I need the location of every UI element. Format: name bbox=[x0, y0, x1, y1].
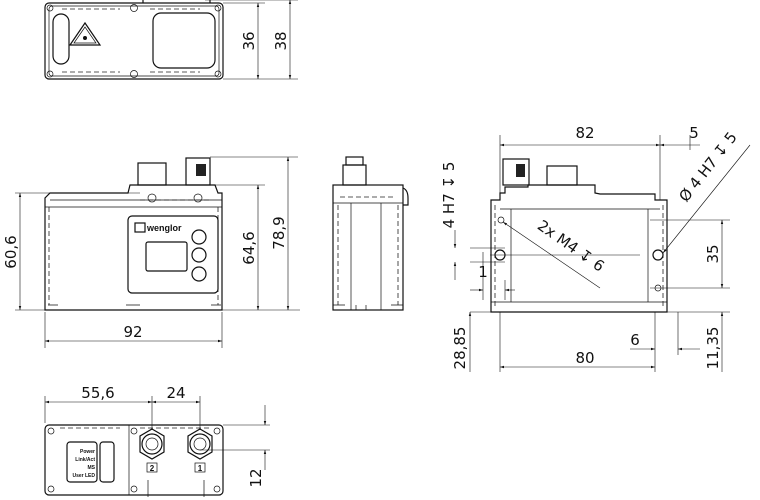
screw-icons bbox=[47, 427, 221, 493]
connector-label-1: 1 bbox=[198, 464, 203, 473]
dim-11-35: 11,35 bbox=[704, 327, 722, 370]
dim-pin-hole-right: Ø 4 H7 ↧ 5 bbox=[675, 129, 741, 206]
screw-icons bbox=[46, 4, 222, 78]
laser-warning-icon bbox=[68, 21, 102, 46]
led-label-power: Power bbox=[80, 449, 95, 455]
wenglor-logo-icon bbox=[134, 222, 146, 233]
dim-36: 36 bbox=[240, 31, 258, 50]
side-view bbox=[332, 156, 409, 311]
dim-28-85: 28,85 bbox=[451, 327, 469, 370]
dim-thread: 2x M4 ↧ 6 bbox=[534, 216, 608, 275]
dim-35: 35 bbox=[704, 244, 722, 263]
brand-logo: wenglor bbox=[146, 223, 182, 233]
connector-1 bbox=[187, 428, 213, 460]
led-panel bbox=[66, 441, 98, 483]
thread-hole-icon bbox=[497, 216, 505, 224]
connector-2 bbox=[139, 428, 165, 460]
led-label-user-led: User LED bbox=[72, 473, 95, 479]
dim-82: 82 bbox=[575, 124, 594, 142]
dim-12: 12 bbox=[247, 468, 265, 487]
dim-24: 24 bbox=[166, 384, 185, 402]
dim-80: 80 bbox=[575, 349, 594, 367]
dim-pin-hole-left: 4 H7 ↧ 5 bbox=[440, 162, 458, 229]
dim-1: 1 bbox=[478, 263, 488, 281]
dim-78-9: 78,9 bbox=[270, 216, 288, 249]
display-panel bbox=[127, 215, 219, 294]
top-view: 36 38 bbox=[44, 0, 298, 80]
rear-view: 82 5 4 H7 ↧ 5 Ø 4 H7 ↧ 5 2x M4 ↧ 6 1 35 … bbox=[440, 124, 751, 372]
connector-m12 bbox=[137, 162, 167, 186]
connector-rj45 bbox=[185, 157, 211, 186]
connector-label-2: 2 bbox=[150, 464, 155, 473]
pin-hole-right-icon bbox=[652, 249, 664, 261]
dim-64-6: 64,6 bbox=[240, 231, 258, 264]
dim-38: 38 bbox=[272, 31, 290, 50]
dim-6: 6 bbox=[630, 331, 640, 349]
dim-5: 5 bbox=[689, 124, 699, 142]
front-view: wenglor 60,6 64,6 78,9 92 bbox=[2, 156, 300, 348]
button-2 bbox=[191, 247, 207, 263]
led-label-ms: MS bbox=[88, 465, 96, 471]
display-screen bbox=[145, 241, 188, 272]
dim-60-6: 60,6 bbox=[2, 235, 20, 268]
led-label-link-act: Link/Act bbox=[75, 457, 95, 463]
dim-92: 92 bbox=[123, 323, 142, 341]
bottom-view: Power Link/Act MS User LED 2 1 55,6 24 1… bbox=[44, 384, 270, 497]
dim-55-6: 55,6 bbox=[81, 384, 114, 402]
button-1 bbox=[191, 229, 207, 245]
button-3 bbox=[191, 266, 207, 282]
